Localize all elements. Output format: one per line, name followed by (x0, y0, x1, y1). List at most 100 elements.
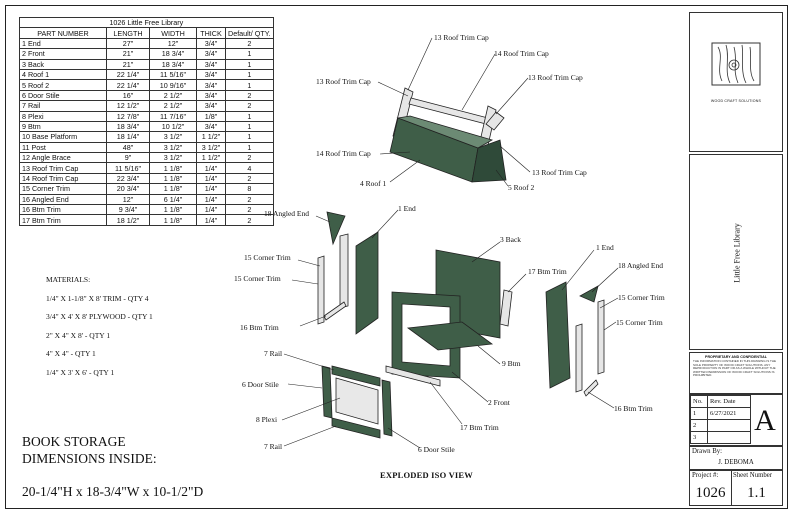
label-corner-trim: 15 Corner Trim (616, 318, 663, 327)
label-door-stile: 6 Door Stile (242, 380, 279, 389)
btm-trim-17-top (499, 289, 513, 327)
label-roof-trim-cap: 13 Roof Trim Cap (434, 33, 489, 42)
leader-line (283, 425, 337, 447)
sheet-number: 1.1 (747, 485, 766, 501)
leader-line (299, 315, 327, 327)
label-roof-trim-cap: 13 Roof Trim Cap (316, 77, 371, 86)
label-roof-2: 5 Roof 2 (508, 183, 535, 192)
sheet-number-label: Sheet Number (733, 472, 773, 479)
angled-end-right-shape (579, 285, 599, 303)
label-roof-trim-cap-14: 14 Roof Trim Cap (316, 149, 371, 158)
leader-line (387, 427, 421, 449)
label-corner-trim: 15 Corner Trim (618, 293, 665, 302)
revision-panel: No. Rev. Date 1 6/27/2021 2 3 A (689, 394, 783, 446)
proprietary-text: THE INFORMATION CONTAINED IN THIS DRAWIN… (693, 359, 777, 378)
leader-line (587, 391, 615, 409)
rev-no: 2 (690, 419, 708, 432)
leader-line (429, 381, 463, 425)
rev-no: 1 (690, 407, 708, 420)
leader-line (371, 209, 399, 239)
roof-ridge (396, 115, 494, 149)
rev-no: 3 (690, 431, 708, 444)
parts-cell: 1/4" (196, 214, 226, 226)
roof-2-panel (471, 139, 507, 183)
revision-letter: A (754, 404, 776, 437)
leader-line (451, 371, 489, 403)
material-item: 3/4" X 4' X 8' PLYWOOD - QTY 1 (46, 312, 153, 322)
label-back: 3 Back (500, 235, 521, 244)
storage-line-2: DIMENSIONS INSIDE: (22, 451, 157, 466)
label-btm-trim-17: 17 Btm Trim (528, 267, 567, 276)
leader-line (291, 279, 319, 285)
leader-line (599, 297, 619, 309)
label-roof-trim-cap: 13 Roof Trim Cap (528, 73, 583, 82)
label-btm-trim-17: 17 Btm Trim (460, 423, 499, 432)
label-roof-trim-cap-14: 14 Roof Trim Cap (494, 49, 549, 58)
door-rail-top (331, 365, 381, 387)
leader-line (499, 145, 531, 173)
door-stile-left-shape (321, 365, 333, 419)
company-name: WOOD CRAFT SOLUTIONS (710, 99, 762, 103)
materials-list: MATERIALS: 1/4" X 1-1/8" X 8' TRIM - QTY… (46, 271, 153, 383)
btm-trim-left (323, 301, 347, 321)
proprietary-title: PROPRIETARY AND CONFIDENTIAL (705, 355, 767, 359)
label-angled-end: 18 Angled End (264, 209, 309, 218)
leader-line (315, 215, 331, 223)
label-corner-trim: 15 Corner Trim (244, 253, 291, 262)
project-title: Little Free Library (732, 223, 742, 283)
label-roof-1: 4 Roof 1 (360, 179, 387, 188)
rev-date: 6/27/2021 (707, 407, 751, 420)
drawn-by-panel: Drawn By: J. DEBOMA (689, 446, 783, 470)
material-item: 1/4" X 3' X 6' - QTY 1 (46, 367, 115, 377)
label-btm: 9 Btm (502, 359, 521, 368)
material-item: 1/4" X 1-1/8" X 8' TRIM - QTY 4 (46, 293, 149, 303)
leader-line (471, 241, 501, 263)
door-rail-bottom (331, 417, 381, 439)
drawing-sheet-border (5, 5, 788, 509)
drawn-by-name: J. DEBOMA (718, 459, 754, 466)
btm-trim-right (583, 379, 599, 397)
end-right-panel (545, 281, 571, 389)
label-plexi: 8 Plexi (256, 415, 277, 424)
label-front: 2 Front (488, 398, 511, 407)
label-door-stile: 6 Door Stile (418, 445, 455, 454)
leader-line (407, 37, 433, 91)
end-left-trim (339, 233, 349, 309)
btm-panel (406, 321, 494, 351)
project-number-panel: Project #: 1026 Sheet Number 1.1 (689, 470, 783, 506)
view-title: EXPLODED ISO VIEW (380, 470, 473, 480)
angled-end-left-shape (326, 211, 346, 246)
label-end: 1 End (596, 243, 614, 252)
project-number: 1026 (695, 485, 726, 501)
leader-line (283, 353, 335, 371)
btm-trim-17-bottom (385, 365, 441, 387)
parts-cell: 2 (225, 214, 274, 226)
rev-header-no: No. (690, 395, 708, 408)
wood-grain-logo-icon (711, 42, 761, 86)
leader-line (379, 151, 411, 155)
proprietary-panel: PROPRIETARY AND CONFIDENTIAL THE INFORMA… (689, 352, 783, 394)
rev-date (707, 419, 751, 432)
label-angled-end: 18 Angled End (618, 261, 663, 270)
leader-line (495, 77, 529, 115)
leader-line (495, 169, 509, 187)
rev-header-date: Rev. Date (707, 395, 751, 408)
leader-line (561, 249, 595, 291)
leader-line (281, 397, 341, 421)
label-rail: 7 Rail (264, 442, 282, 451)
storage-line-1: BOOK STORAGE (22, 434, 126, 449)
leader-line (507, 273, 527, 293)
material-item: 4" X 4" - QTY 1 (46, 349, 96, 359)
materials-heading: MATERIALS: (46, 275, 91, 284)
rev-date (707, 431, 751, 444)
storage-notes: BOOK STORAGE DIMENSIONS INSIDE: 20-1/4"H… (22, 433, 203, 500)
storage-dimensions: 20-1/4"H x 18-3/4"W x 10-1/2"D (22, 484, 204, 499)
leader-line (389, 159, 421, 183)
